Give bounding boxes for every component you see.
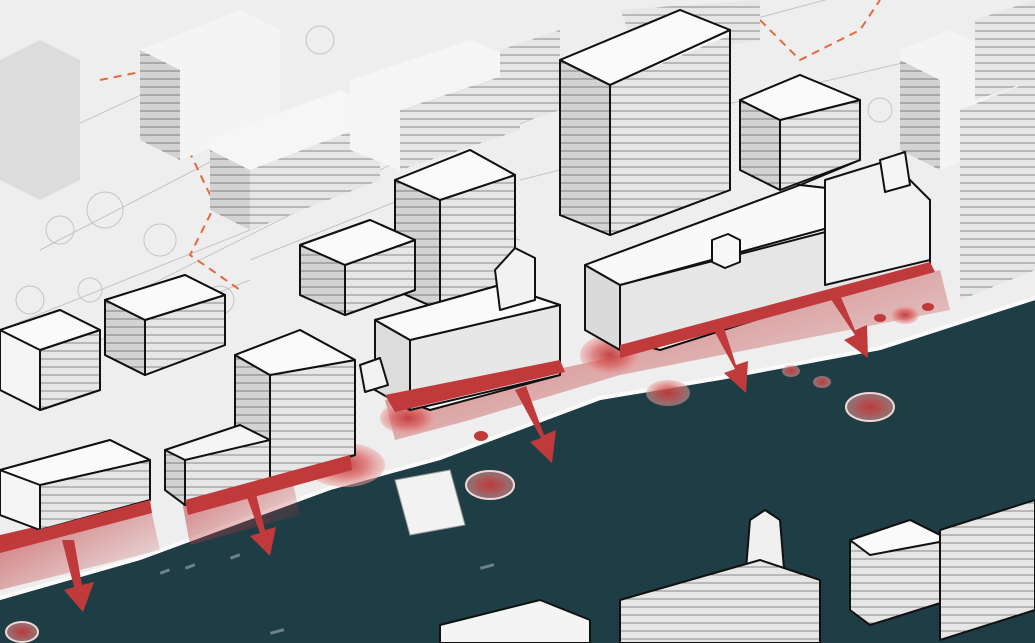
waterfront-diagram (0, 0, 1035, 643)
diagram-stage (0, 0, 1035, 643)
